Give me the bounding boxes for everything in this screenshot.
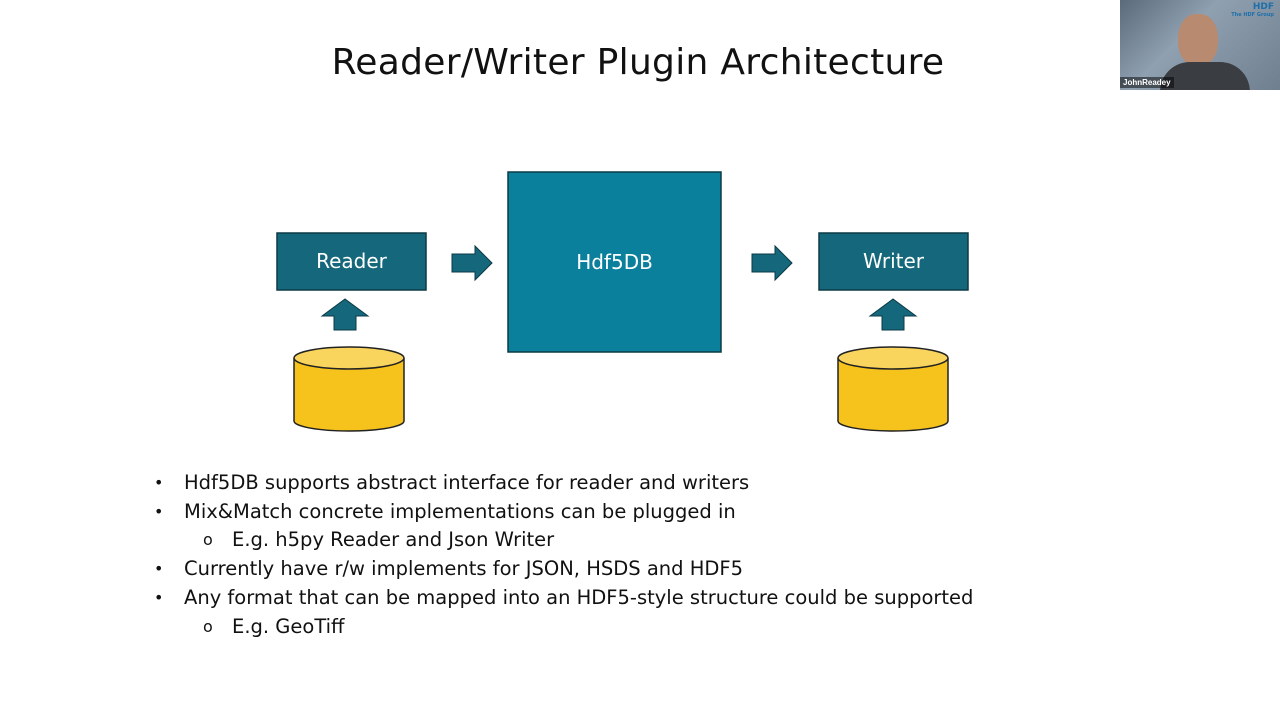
bullet-marker: • [154,559,164,578]
hdf5db-label: Hdf5DB [576,250,653,274]
sub-bullet-marker: o [203,530,213,549]
slide-title: Reader/Writer Plugin Architecture [331,42,945,83]
sub-bullet-item: E.g. h5py Reader and Json Writer [232,528,555,551]
bullet-item: Currently have r/w implements for JSON, … [184,557,744,580]
bullet-marker: • [154,502,164,521]
bullet-marker: • [154,588,164,607]
database-icon [293,346,405,432]
bullet-marker: • [154,473,164,492]
sub-bullet-item: E.g. GeoTiff [232,615,345,638]
hdf5db-box [507,171,722,353]
participant-face [1178,14,1218,66]
bullet-item: Any format that can be mapped into an HD… [184,586,974,609]
bullet-item: Hdf5DB supports abstract interface for r… [184,471,750,494]
sub-bullet-marker: o [203,617,213,636]
database-icon [837,346,949,432]
reader-box [276,232,427,291]
logo-text: HDF [1252,2,1274,12]
arrow-right-icon [451,244,493,282]
writer-label: Writer [863,249,925,273]
writer-box [818,232,969,291]
arrow-right-icon [751,244,793,282]
participant-body [1160,62,1250,90]
reader-label: Reader [316,249,388,273]
arrow-up-icon [320,298,370,331]
logo-subtext: The HDF Group [1231,12,1274,18]
bullet-item: Mix&Match concrete implementations can b… [184,500,736,523]
participant-name: JohnReadey [1120,77,1174,88]
arrow-up-icon [868,298,918,331]
